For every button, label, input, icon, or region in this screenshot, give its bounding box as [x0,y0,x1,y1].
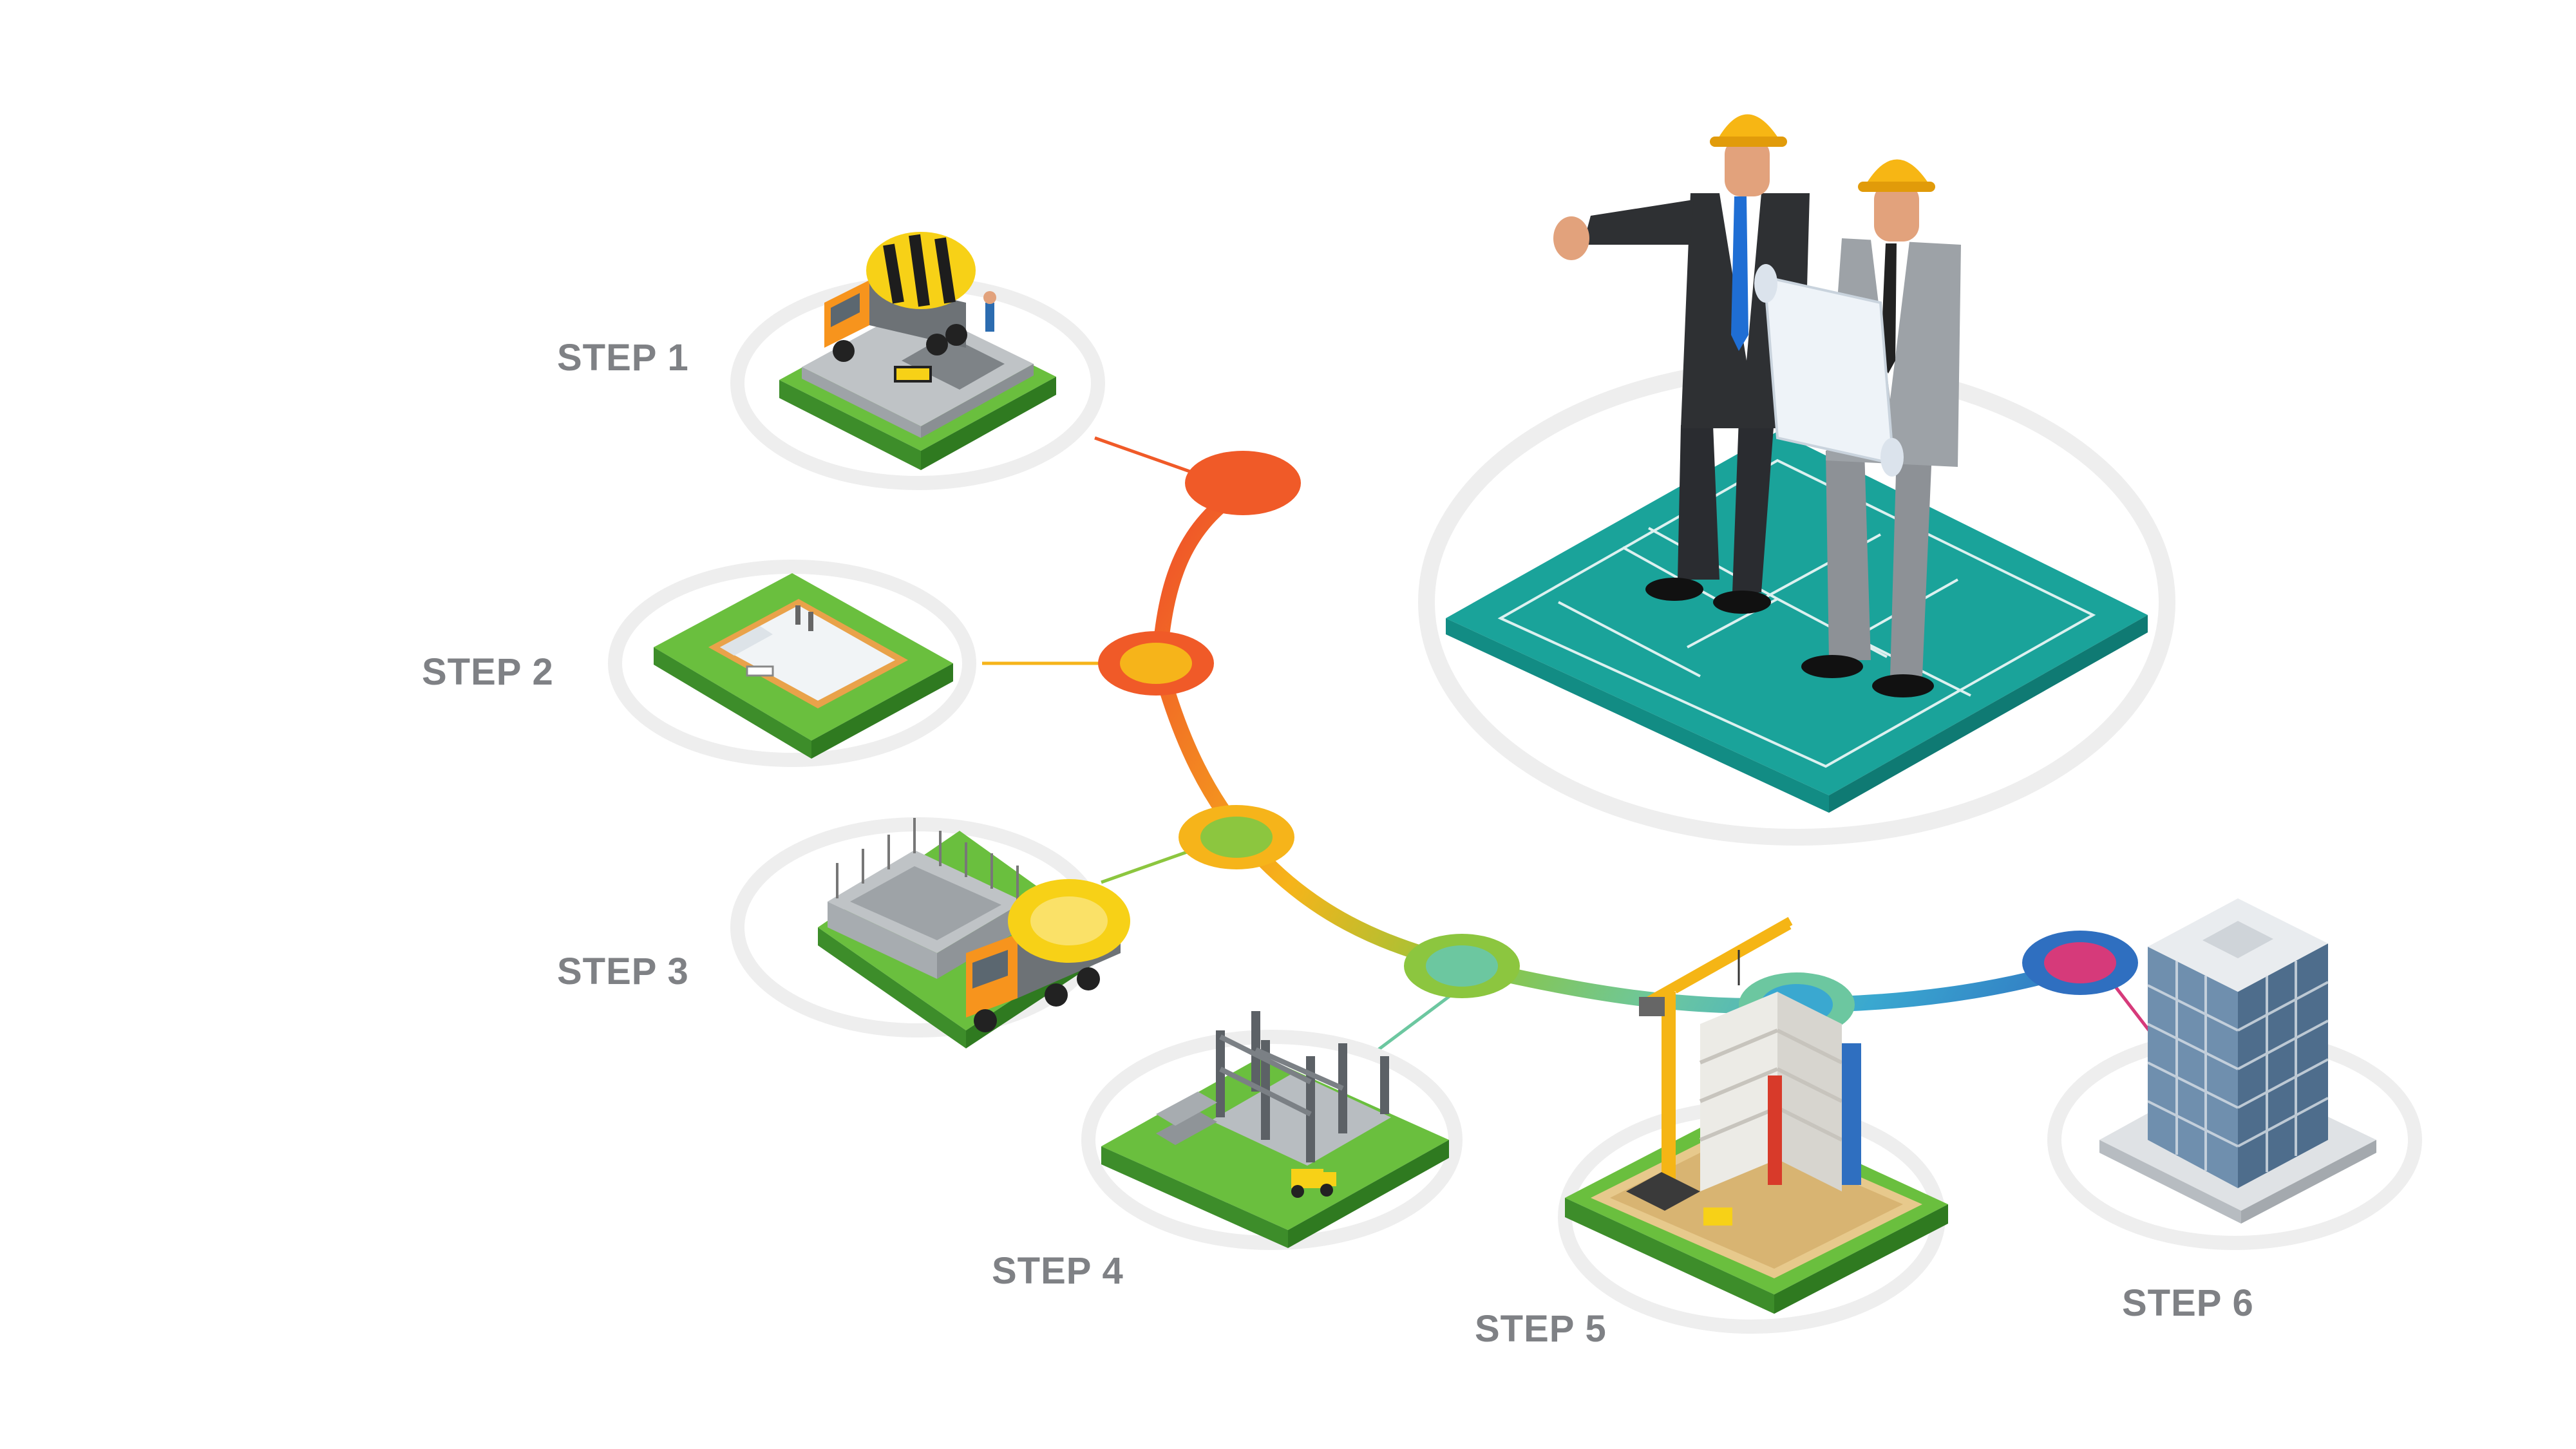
step-node-6[interactable] [2022,931,2138,995]
step-node-4[interactable] [1404,934,1520,998]
step-label-2: STEP 2 [422,650,554,694]
steel-frame-icon [1088,1011,1455,1248]
step-label-6: STEP 6 [2122,1282,2254,1325]
concrete-mixer-site-icon [737,232,1098,483]
step-label-5: STEP 5 [1475,1307,1607,1350]
step-node-1[interactable] [1185,451,1301,515]
step-node-2[interactable] [1098,631,1214,696]
concrete-pour-icon [737,818,1130,1048]
foundation-formwork-icon [615,567,969,760]
step-label-1: STEP 1 [557,336,689,379]
connector-lines [982,438,2164,1050]
step-label-3: STEP 3 [557,950,689,993]
step-label-4: STEP 4 [992,1249,1124,1293]
step-node-3[interactable] [1179,805,1294,869]
